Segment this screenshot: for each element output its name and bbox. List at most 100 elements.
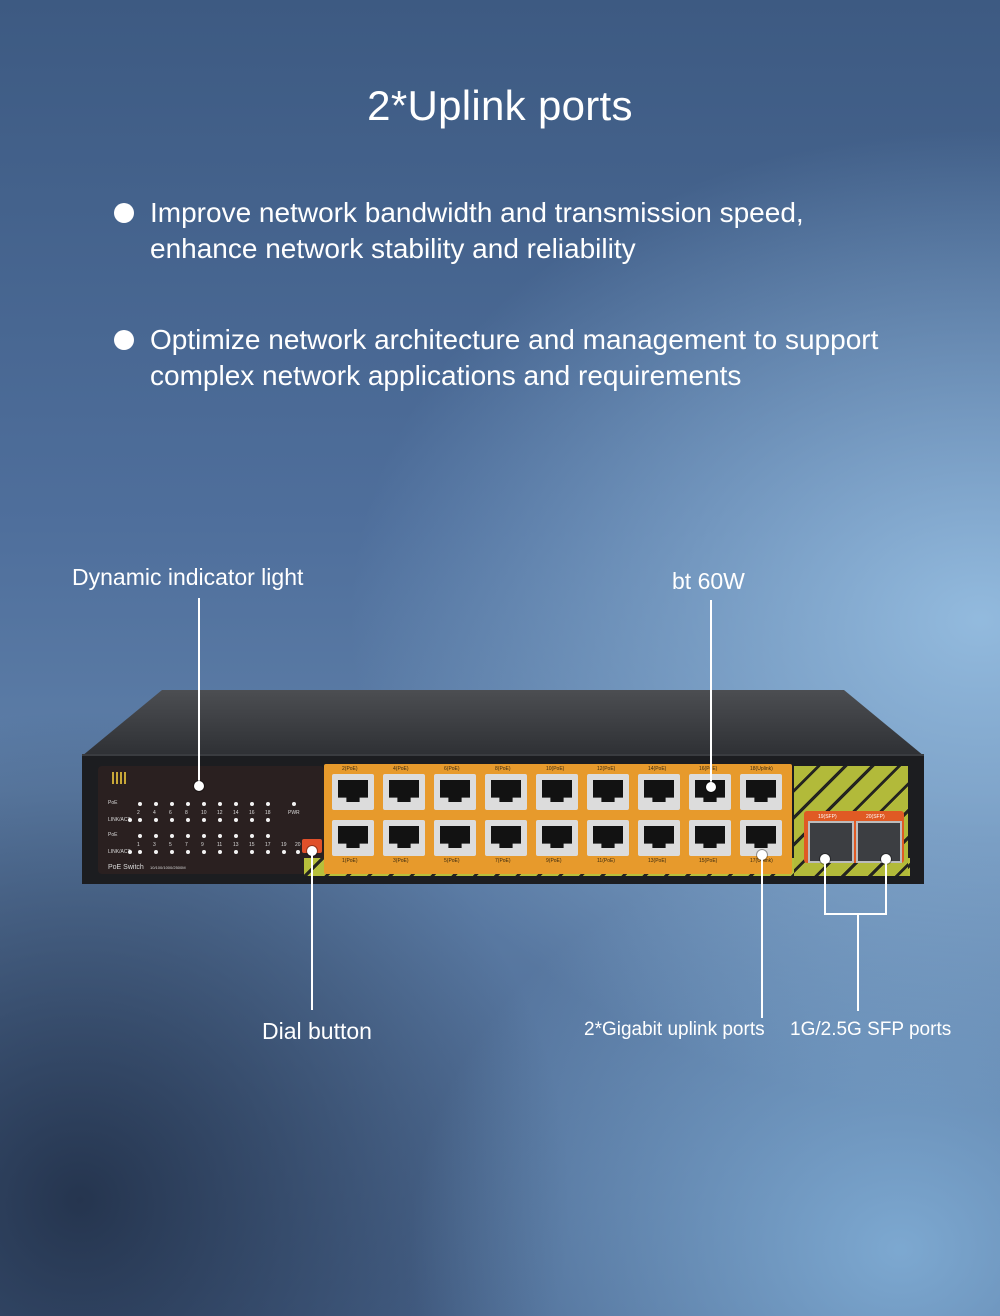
product-name: PoE Switch [108, 864, 144, 871]
sfp-port-19[interactable] [808, 821, 854, 863]
rj45-port-bottom[interactable] [689, 820, 731, 856]
link-led [218, 818, 222, 822]
bullet-dot-icon [114, 203, 134, 223]
link-led [186, 818, 190, 822]
pwr-led [292, 802, 296, 806]
port-label-top: 18(Uplink) [750, 766, 773, 772]
link-led [266, 818, 270, 822]
link-led [128, 818, 132, 822]
poe-led [266, 834, 270, 838]
led-number-top: 10 [201, 810, 207, 816]
link-led [170, 818, 174, 822]
callout-pin-sfp-19 [820, 854, 830, 864]
callout-line-dial [311, 852, 313, 1010]
led-number-top: 14 [233, 810, 239, 816]
link-led [234, 850, 238, 854]
poe-label-top: PoE [108, 800, 118, 806]
poe-led [186, 802, 190, 806]
led-number-bottom: 3 [153, 842, 156, 848]
sfp-port-20[interactable] [856, 821, 902, 863]
bullet-dot-icon [114, 330, 134, 350]
led-panel: PoE LINK/ACT PoE LINK/ACT PWR PoE Switch… [98, 766, 324, 874]
link-led [266, 850, 270, 854]
sfp-label-20: 20(SFP) [866, 814, 885, 820]
rj45-port-bottom[interactable] [332, 820, 374, 856]
callout-pin-uplink [757, 850, 767, 860]
link-led [234, 818, 238, 822]
rj45-port-bottom[interactable] [536, 820, 578, 856]
callout-line-uplink [761, 856, 763, 1018]
poe-led [202, 834, 206, 838]
link-led [154, 818, 158, 822]
link-led [138, 850, 142, 854]
led-number-top: 12 [217, 810, 223, 816]
link-led [218, 850, 222, 854]
led-number-top: 8 [185, 810, 188, 816]
callout-line-indicator [198, 598, 200, 786]
rj45-port-top[interactable] [434, 774, 476, 810]
port-label-bottom: 9(PoE) [546, 858, 562, 864]
link-led [296, 850, 300, 854]
rj45-port-bottom[interactable] [434, 820, 476, 856]
port-label-top: 8(PoE) [495, 766, 511, 772]
callout-pin-bt [706, 782, 716, 792]
callout-dial-button: Dial button [262, 1018, 372, 1044]
rj45-port-top[interactable] [485, 774, 527, 810]
rj45-port-top[interactable] [740, 774, 782, 810]
callout-pin-dial [307, 846, 317, 856]
rj45-port-top[interactable] [536, 774, 578, 810]
poe-led [154, 834, 158, 838]
port-label-top: 10(PoE) [546, 766, 565, 772]
led-number-bottom: 5 [169, 842, 172, 848]
callout-gigabit-uplink: 2*Gigabit uplink ports [584, 1019, 765, 1040]
poe-led [170, 802, 174, 806]
port-label-bottom: 3(PoE) [393, 858, 409, 864]
feature-1-line-1: Improve network bandwidth and transmissi… [150, 197, 804, 228]
port-label-top: 14(PoE) [648, 766, 667, 772]
led-number-bottom: 1 [137, 842, 140, 848]
rj45-port-top[interactable] [587, 774, 629, 810]
port-label-bottom: 5(PoE) [444, 858, 460, 864]
rj45-port-bottom[interactable] [587, 820, 629, 856]
link-led [170, 850, 174, 854]
link-led [186, 850, 190, 854]
link-act-label-bottom: LINK/ACT [108, 849, 131, 855]
rj45-port-bottom[interactable] [638, 820, 680, 856]
link-led [282, 850, 286, 854]
rj45-port-top[interactable] [383, 774, 425, 810]
callout-line-bt [710, 600, 712, 784]
port-label-top: 12(PoE) [597, 766, 616, 772]
led-number-top: 2 [137, 810, 140, 816]
rj45-port-top[interactable] [638, 774, 680, 810]
link-led [250, 818, 254, 822]
link-act-label-top: LINK/ACT [108, 817, 131, 823]
led-number-top: 4 [153, 810, 156, 816]
page-title: 2*Uplink ports [367, 82, 633, 129]
led-number-bottom: 11 [217, 842, 223, 848]
callout-indicator-light: Dynamic indicator light [72, 564, 304, 590]
rj45-port-area: 2(PoE)1(PoE)4(PoE)3(PoE)6(PoE)5(PoE)8(Po… [324, 764, 792, 874]
link-led [154, 850, 158, 854]
feature-1-line-2: enhance network stability and reliabilit… [150, 233, 636, 264]
rj45-port-bottom[interactable] [383, 820, 425, 856]
poe-led [250, 802, 254, 806]
poe-led [266, 802, 270, 806]
port-label-bottom: 11(PoE) [597, 858, 615, 864]
poe-led [202, 802, 206, 806]
feature-2-line-1: Optimize network architecture and manage… [150, 324, 879, 355]
callout-line-sfp-left [824, 860, 826, 914]
port-label-top: 4(PoE) [393, 766, 409, 772]
poe-led [186, 834, 190, 838]
poe-led [154, 802, 158, 806]
link-led [202, 850, 206, 854]
rj45-port-bottom[interactable] [485, 820, 527, 856]
port-label-bottom: 15(PoE) [699, 858, 718, 864]
led-number-top: 6 [169, 810, 172, 816]
led-number-top: 16 [249, 810, 255, 816]
port-label-top: 2(PoE) [342, 766, 358, 772]
port-label-top: 6(PoE) [444, 766, 460, 772]
poe-led [234, 802, 238, 806]
callout-bracket-sfp [824, 913, 887, 915]
led-number-bottom: 13 [233, 842, 239, 848]
rj45-port-top[interactable] [332, 774, 374, 810]
